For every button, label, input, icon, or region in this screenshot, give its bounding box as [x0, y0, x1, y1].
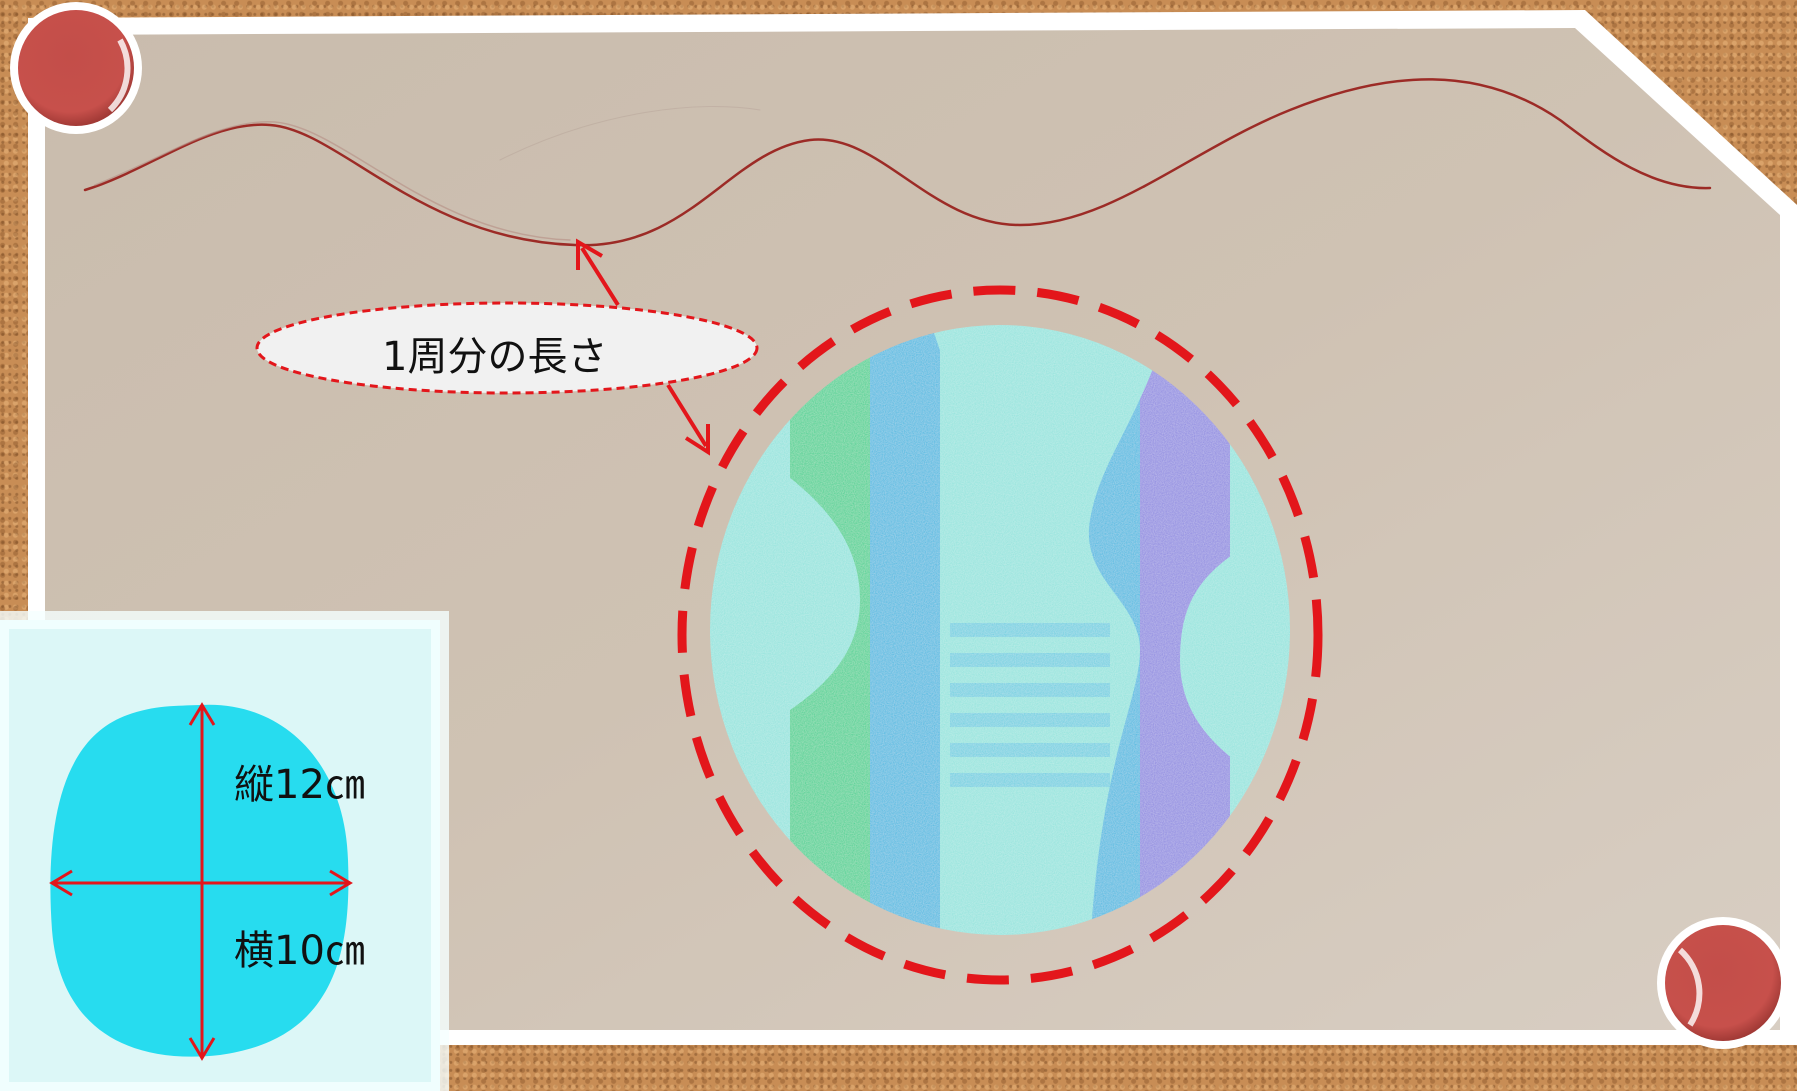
- callout-arrows: [576, 238, 710, 456]
- height-label: 縦12㎝: [234, 762, 365, 808]
- template-panel: [0, 611, 449, 1091]
- thread-strand: [83, 78, 1712, 247]
- towel-coaster: [710, 325, 1290, 935]
- template-shape: [50, 704, 349, 1057]
- arrow-icon: [684, 424, 710, 456]
- arrow-icon: [188, 702, 216, 726]
- arrow-icon: [49, 869, 73, 897]
- arrow-icon: [576, 238, 604, 270]
- pushpin-icon: [10, 2, 142, 134]
- pushpin-icon: [1657, 917, 1789, 1049]
- highlight-dashed-circle: [677, 285, 1323, 985]
- arrow-icon: [188, 1037, 216, 1061]
- arrow-icon: [329, 869, 353, 897]
- callout-bubble: [255, 301, 759, 395]
- callout-text: 1周分の長さ: [382, 334, 608, 380]
- width-label: 横10㎝: [234, 928, 365, 974]
